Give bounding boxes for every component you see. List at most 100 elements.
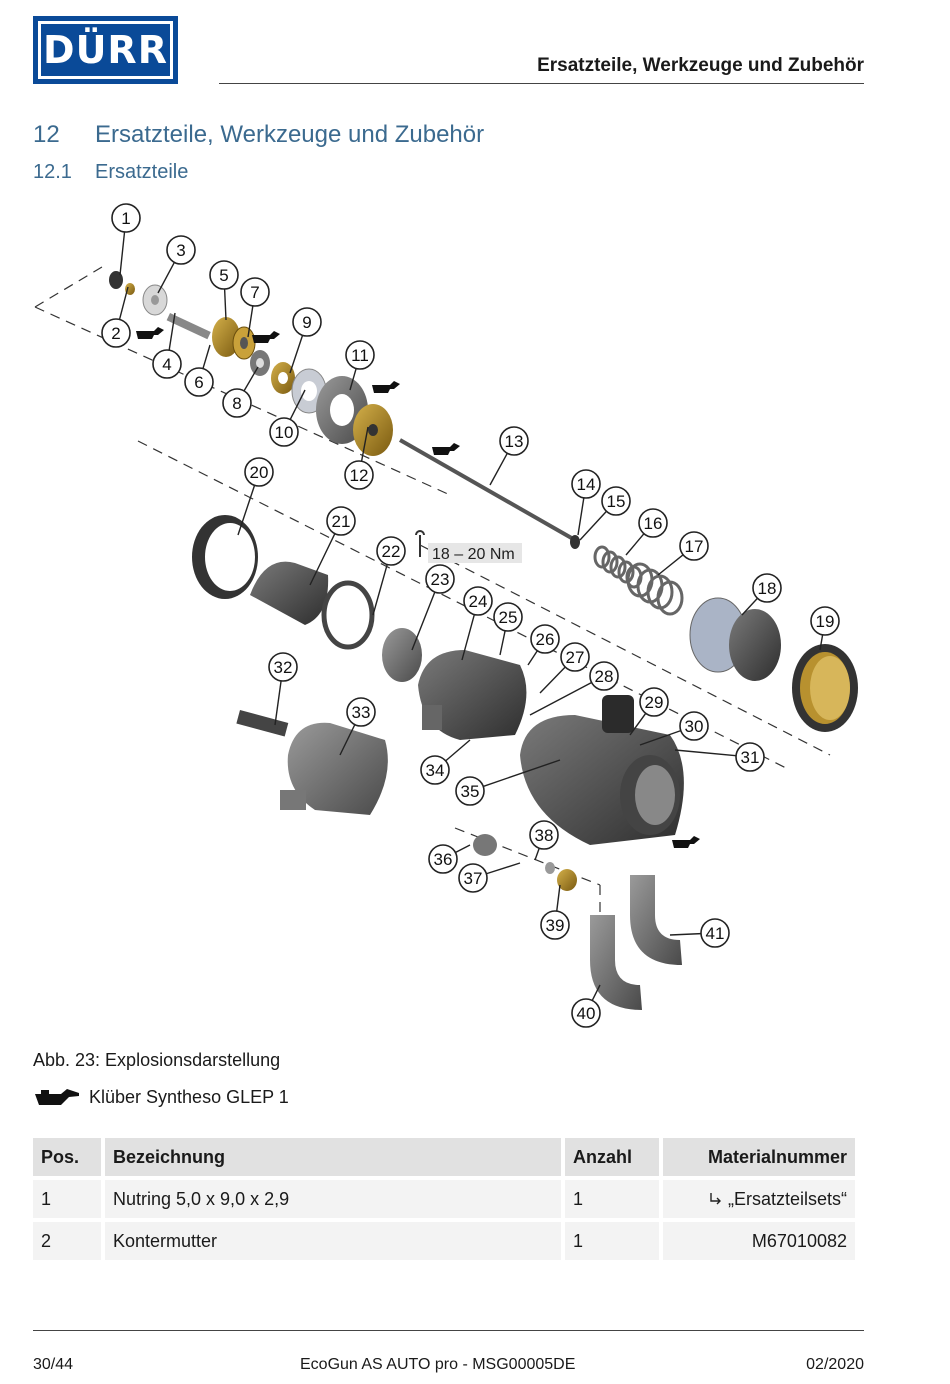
document-title: EcoGun AS AUTO pro - MSG00005DE — [300, 1356, 576, 1373]
spare-parts-table: Pos. Bezeichnung Anzahl Materialnummer 1… — [29, 1134, 859, 1264]
callout-circle-30 — [679, 711, 709, 741]
callout-label-3: 3 — [176, 241, 185, 260]
callout-label-35: 35 — [461, 782, 480, 801]
document-date: 02/2020 — [806, 1356, 864, 1373]
callout-circle-9 — [292, 307, 322, 337]
callout-circle-24 — [463, 586, 493, 616]
callout-leader-15 — [579, 510, 608, 541]
callout-circle-12 — [344, 460, 374, 490]
callout-leader-21 — [309, 533, 336, 586]
callout-circle-38 — [529, 820, 559, 850]
callout-circle-35 — [455, 776, 485, 806]
cell-description: Kontermutter — [105, 1222, 561, 1260]
subsection-title: Ersatzteile — [95, 161, 189, 183]
callout-leader-3 — [157, 262, 176, 294]
callout-leader-34 — [445, 739, 471, 762]
callout-circle-2 — [101, 318, 131, 348]
callout-leader-32 — [274, 680, 282, 726]
callout-label-23: 23 — [431, 570, 450, 589]
callout-leader-33 — [339, 724, 356, 756]
callout-leader-30 — [639, 729, 682, 746]
springs — [593, 545, 684, 616]
callout-leader-41 — [669, 932, 702, 936]
callout-label-37: 37 — [464, 869, 483, 888]
oil-can-icon — [35, 1089, 79, 1105]
callout-label-30: 30 — [685, 717, 704, 736]
cell-pos: 2 — [33, 1222, 101, 1260]
callout-leader-35 — [483, 759, 561, 788]
lubrication-symbols — [136, 327, 700, 848]
callout-circle-36 — [428, 844, 458, 874]
callout-label-19: 19 — [816, 612, 835, 631]
callout-label-8: 8 — [232, 394, 241, 413]
callout-leader-8 — [243, 366, 259, 392]
callout-leader-7 — [247, 305, 254, 338]
callout-label-5: 5 — [219, 266, 228, 285]
duerr-logo: DÜRR — [33, 16, 178, 84]
page-number: 30/44 — [33, 1356, 74, 1373]
section-title: Ersatzteile, Werkzeuge und Zubehör — [95, 121, 485, 148]
callout-label-14: 14 — [577, 475, 596, 494]
callout-circle-40 — [571, 998, 601, 1028]
table-header-row: Pos. Bezeichnung Anzahl Materialnummer — [33, 1138, 855, 1176]
section-number: 12 — [33, 121, 60, 148]
callout-leader-11 — [349, 368, 357, 391]
cell-material-number[interactable]: „Ersatzteilsets“ — [663, 1180, 855, 1218]
table-row: 2 Kontermutter 1 M67010082 — [33, 1222, 855, 1260]
callout-leader-19 — [819, 634, 824, 651]
callout-leader-9 — [289, 335, 304, 374]
callout-label-27: 27 — [566, 648, 585, 667]
callout-label-16: 16 — [644, 514, 663, 533]
callout-label-31: 31 — [741, 748, 760, 767]
callout-label-2: 2 — [111, 324, 120, 343]
callout-circle-22 — [376, 536, 406, 566]
running-header-title: Ersatzteile, Werkzeuge und Zubehör — [537, 55, 864, 76]
callout-leader-39 — [556, 884, 561, 912]
logo-text: DÜRR — [43, 28, 168, 72]
callout-label-28: 28 — [595, 667, 614, 686]
callout-leader-12 — [360, 426, 369, 462]
section-heading: 12 Ersatzteile, Werkzeuge und Zubehör — [33, 121, 484, 149]
callout-label-7: 7 — [250, 283, 259, 302]
callout-label-39: 39 — [546, 916, 565, 935]
callout-leader-29 — [629, 712, 647, 736]
callout-leader-14 — [577, 497, 585, 536]
table-row: 1 Nutring 5,0 x 9,0 x 2,9 1 „Ersatzteils… — [33, 1180, 855, 1218]
material-reference-link[interactable]: „Ersatzteilsets“ — [727, 1188, 847, 1209]
callout-circle-41 — [700, 918, 730, 948]
callout-circle-13 — [499, 426, 529, 456]
callout-label-26: 26 — [536, 630, 555, 649]
callout-leader-24 — [461, 614, 476, 661]
callout-leader-5 — [223, 288, 227, 321]
exploded-view-drawing: 18 – 20 Nm 12345678910111213141516171819… — [34, 203, 858, 1028]
callout-label-24: 24 — [469, 592, 488, 611]
cell-quantity: 1 — [565, 1222, 659, 1260]
callout-circle-4 — [152, 349, 182, 379]
callout-circle-26 — [530, 624, 560, 654]
callout-circle-14 — [571, 469, 601, 499]
torque-label: 18 – 20 Nm — [432, 546, 515, 563]
callout-leader-20 — [237, 485, 256, 536]
callout-label-36: 36 — [434, 850, 453, 869]
callout-circle-20 — [244, 457, 274, 487]
callout-leader-1 — [119, 231, 126, 276]
callout-circle-21 — [326, 506, 356, 536]
callout-circle-31 — [735, 742, 765, 772]
callout-leader-26 — [527, 650, 538, 666]
callout-circle-6 — [184, 367, 214, 397]
callout-circle-15 — [601, 486, 631, 516]
callout-leader-18 — [741, 597, 759, 616]
callout-label-1: 1 — [121, 209, 130, 228]
callout-circle-18 — [752, 573, 782, 603]
callout-circle-16 — [638, 508, 668, 538]
cell-quantity: 1 — [565, 1180, 659, 1218]
callout-label-25: 25 — [499, 608, 518, 627]
callout-circle-23 — [425, 564, 455, 594]
cell-description: Nutring 5,0 x 9,0 x 2,9 — [105, 1180, 561, 1218]
reference-arrow-icon — [710, 1192, 721, 1204]
callout-leader-16 — [625, 533, 645, 556]
callout-circle-25 — [493, 602, 523, 632]
callout-circle-8 — [222, 388, 252, 418]
callout-leader-17 — [657, 554, 684, 576]
